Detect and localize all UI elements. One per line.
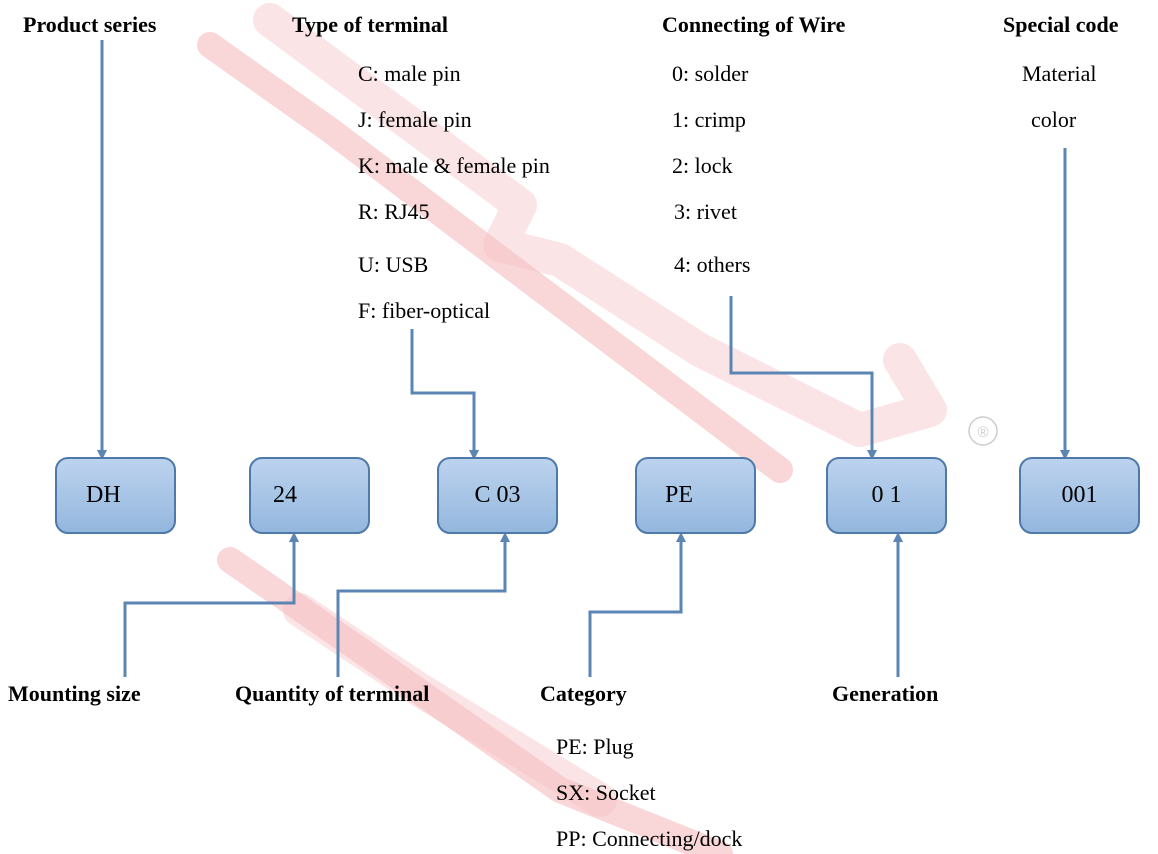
code-box-wire-generation: 0 1 [826,457,947,534]
code-box-special-code: 001 [1019,457,1140,534]
wire-connection-item: 1: crimp [672,107,746,132]
line-type-of-terminal [410,329,479,460]
header-connecting-of-wire: Connecting of Wire [662,12,846,37]
line-connecting-of-wire [729,296,877,460]
header-product-series: Product series [23,12,157,37]
wire-connection-item: 4: others [674,252,751,277]
terminal-type-item: C: male pin [358,61,461,86]
line-category [588,532,686,677]
category-item: SX: Socket [556,780,656,805]
category-item: PE: Plug [556,734,634,759]
category-item: PP: Connecting/dock [556,826,743,851]
terminal-type-item: U: USB [358,252,429,277]
header-generation: Generation [832,681,939,706]
header-category: Category [540,681,627,706]
wire-connection-item: 3: rivet [674,199,737,224]
header-mounting-size: Mounting size [8,681,141,706]
line-mounting-size [123,532,299,677]
terminal-type-item: F: fiber-optical [358,298,491,323]
terminal-type-item: R: RJ45 [358,199,430,224]
terminal-type-item: J: female pin [358,107,472,132]
special-code-item: color [1031,107,1077,132]
registered-icon: ® [968,416,998,446]
svg-text:®: ® [977,424,988,441]
header-type-of-terminal: Type of terminal [292,12,449,37]
code-box-product-series: DH [55,457,176,534]
terminal-type-item: K: male & female pin [358,153,550,178]
header-special-code: Special code [1003,12,1119,37]
code-box-category: PE [635,457,756,534]
code-box-mounting-size: 24 [249,457,370,534]
wire-connection-item: 2: lock [672,153,733,178]
code-box-terminal: C 03 [437,457,558,534]
header-quantity-of-terminal: Quantity of terminal [235,681,430,706]
line-quantity-of-terminal [336,532,510,677]
special-code-item: Material [1022,61,1097,86]
wire-connection-item: 0: solder [672,61,749,86]
